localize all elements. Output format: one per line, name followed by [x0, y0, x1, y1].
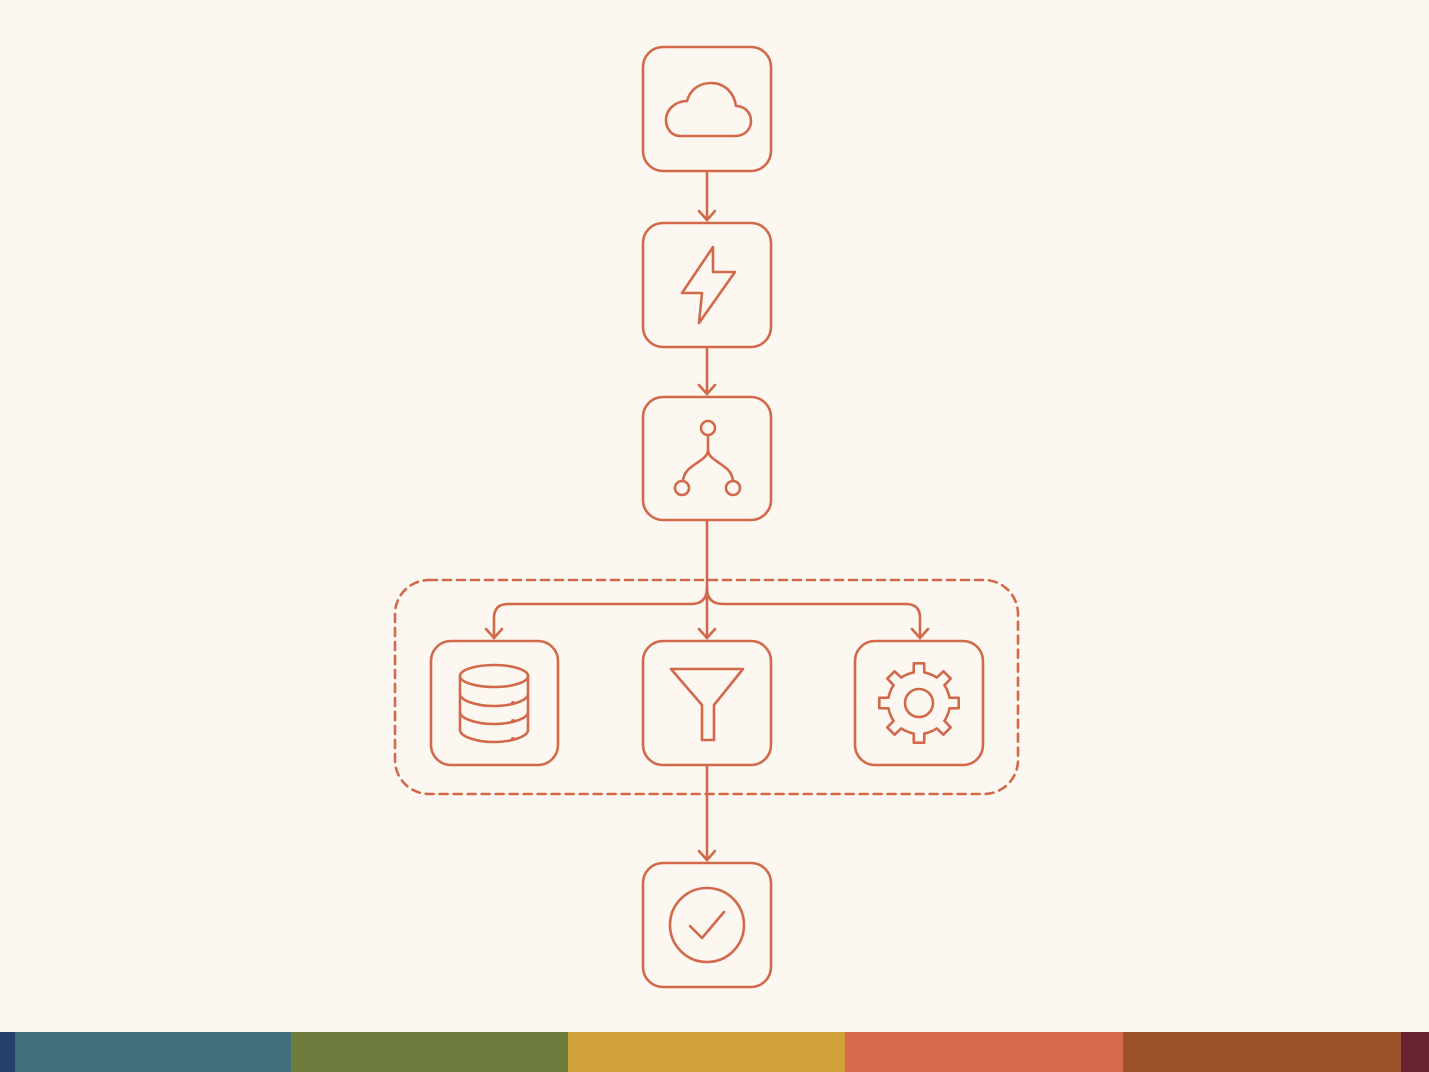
- fork-branch-icon: [673, 419, 742, 497]
- node-branch: [641, 395, 773, 522]
- workflow-diagram: [393, 45, 1020, 989]
- node-filter: [641, 639, 773, 767]
- gear-icon: [878, 662, 960, 744]
- footer-color-bar: [0, 1032, 1429, 1072]
- node-done: [641, 861, 773, 989]
- edges: [484, 169, 930, 862]
- funnel-filter-icon: [669, 667, 745, 742]
- check-circle-icon: [668, 886, 746, 964]
- color-bar-segment: [0, 1032, 15, 1072]
- color-bar-segment: [291, 1032, 568, 1072]
- node-trigger: [641, 221, 773, 349]
- color-bar-segment: [15, 1032, 291, 1072]
- edge-branch-to-settings: [705, 586, 930, 640]
- edge-trigger-to-branch: [697, 345, 717, 396]
- color-bar-segment: [1123, 1032, 1401, 1072]
- edge-branch-to-database: [484, 586, 709, 640]
- cloud-icon: [664, 81, 753, 138]
- color-bar-segment: [1401, 1032, 1429, 1072]
- edge-branch-to-filter: [697, 518, 717, 640]
- node-cloud: [641, 45, 773, 173]
- database-icon: [458, 663, 530, 744]
- color-bar-segment: [845, 1032, 1123, 1072]
- lightning-bolt-icon: [680, 245, 737, 325]
- edge-filter-to-done: [697, 763, 717, 862]
- edge-cloud-to-trigger: [697, 169, 717, 222]
- color-bar-segment: [568, 1032, 845, 1072]
- node-settings: [853, 639, 985, 767]
- node-database: [429, 639, 560, 767]
